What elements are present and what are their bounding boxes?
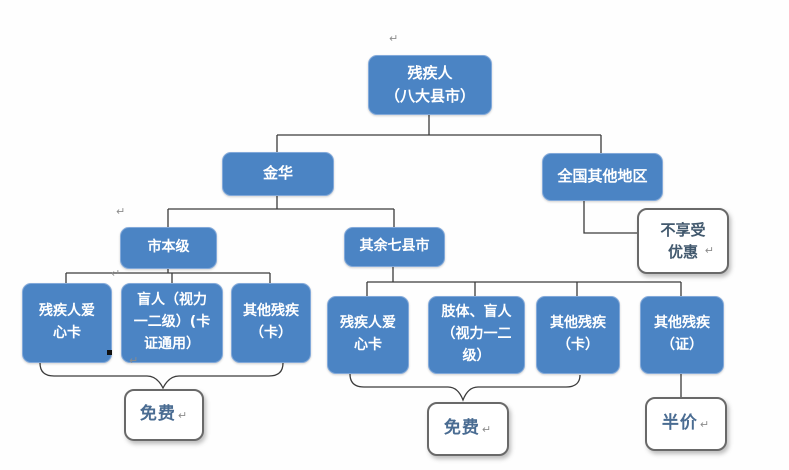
node-label: 免费 [139, 404, 176, 425]
node-label: 全国其他地区 [557, 167, 648, 186]
node-no-discount: 不享受 优惠 ↵ [637, 208, 729, 274]
node-label: 残疾人 （八大县市） [384, 63, 475, 105]
paragraph-mark-icon: ↵ [699, 417, 711, 431]
node-label: 盲人（视力 一二级）(卡 证通用） [133, 292, 211, 352]
node-free-city: 免费 ↵ [124, 389, 204, 441]
connector-root-to-level2 [276, 113, 602, 153]
node-city-love-card: 残疾人爱 心卡 [22, 283, 112, 363]
paragraph-mark-icon: ↵ [177, 408, 189, 422]
node-label: 免费 [443, 418, 480, 439]
node-label: 其他残疾 （证） [654, 315, 710, 353]
node-label: 不享受 优惠 [660, 220, 706, 262]
node-label: 半价 [661, 413, 698, 434]
connector-jinhua-to-level3 [167, 194, 395, 227]
node-county-other-disability-card: 其他残疾 （卡） [536, 296, 620, 374]
node-city-blind: 盲人（视力 一二级）(卡 证通用） [121, 283, 223, 363]
node-label: 其余七县市 [359, 238, 430, 255]
connector-national-to-nodiscount [583, 199, 637, 234]
paragraph-mark-icon: ↵ [481, 422, 493, 436]
node-city-other-disability-card: 其他残疾 （卡） [231, 283, 311, 363]
node-label: 其他残疾 （卡） [243, 303, 299, 341]
bullet-square-icon: ▪ [107, 350, 112, 355]
connector-counties-to-children [366, 265, 682, 296]
node-county-physical-blind: 肢体、盲人 （视力一二 级） [428, 296, 525, 374]
node-label: 市本级 [147, 239, 190, 256]
paragraph-mark-icon: ↵ [389, 32, 399, 45]
node-jinhua: 金华 [222, 152, 334, 196]
paragraph-mark-icon: ↵ [116, 205, 126, 218]
node-disabled-persons: 残疾人 （八大县市） [368, 55, 492, 115]
node-label: 肢体、盲人 （视力一二 级） [441, 304, 512, 364]
node-county-love-card: 残疾人爱 心卡 [327, 296, 409, 374]
node-national-other-regions: 全国其他地区 [542, 153, 663, 201]
node-city-level: 市本级 [120, 227, 217, 269]
node-county-other-disability-cert: 其他残疾 （证） [640, 296, 724, 374]
paragraph-mark-icon: ↵ [129, 354, 139, 367]
node-free-county: 免费 ↵ [427, 402, 509, 456]
connector-citylevel-to-children [65, 267, 271, 283]
paragraph-mark-icon: ↵ [111, 267, 121, 280]
paragraph-mark-icon: ↵ [704, 244, 714, 257]
node-label: 金华 [262, 164, 293, 183]
brace-city-free [39, 362, 284, 390]
node-label: 残疾人爱 心卡 [340, 315, 396, 353]
brace-county-free [349, 373, 581, 402]
node-other-seven-counties: 其余七县市 [344, 227, 445, 267]
node-label: 残疾人爱 心卡 [39, 303, 95, 341]
node-label: 其他残疾 （卡） [550, 315, 606, 353]
node-half-price: 半价 ↵ [645, 397, 727, 451]
